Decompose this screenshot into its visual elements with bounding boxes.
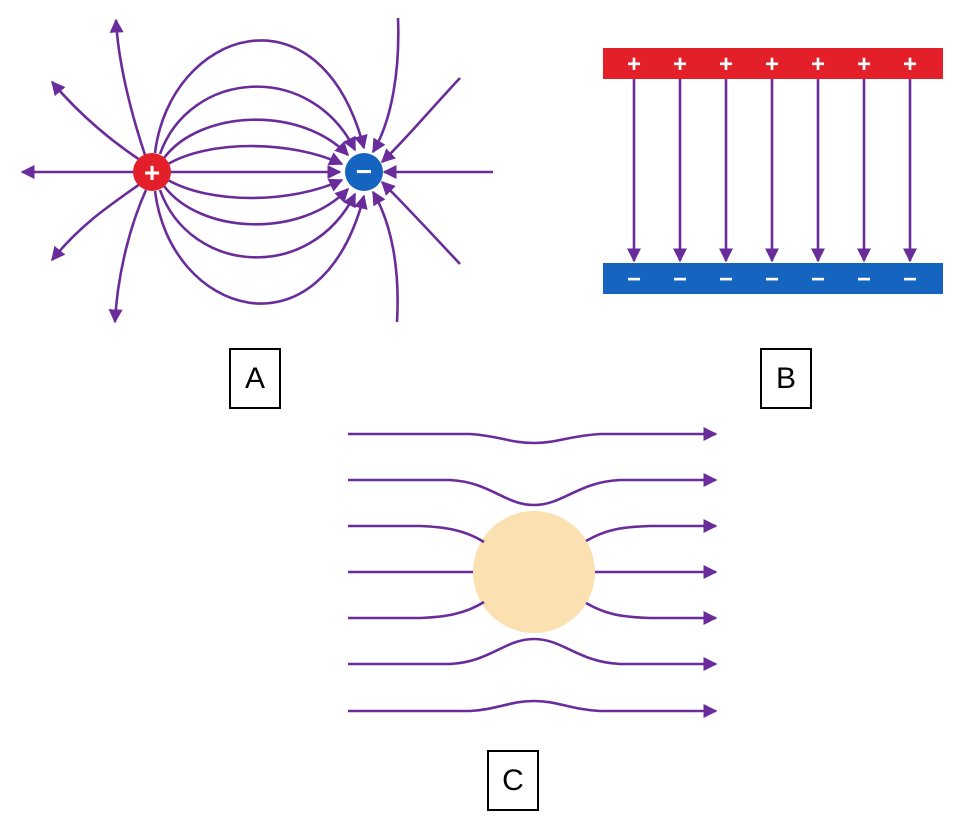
conductor-sphere (473, 511, 595, 633)
field-line (371, 17, 400, 154)
field-line (348, 427, 718, 445)
field-line (153, 39, 368, 154)
positive-plate-sign: + (811, 51, 825, 78)
negative-plate-sign: − (765, 266, 779, 293)
positive-plate-sign: + (627, 51, 641, 78)
field-line (348, 524, 485, 544)
panel-label-c: C (487, 750, 539, 811)
negative-plate-sign: − (673, 266, 687, 293)
negative-plate-sign: − (857, 266, 871, 293)
negative-plate-signs: −−−−−−− (627, 266, 917, 293)
panel-label-a: A (229, 348, 281, 409)
plate-field-lines (627, 79, 917, 263)
positive-plate-signs: + + + + + + + (627, 51, 917, 78)
negative-plate-sign: − (811, 266, 825, 293)
positive-charge: + (133, 153, 171, 191)
field-line (162, 185, 349, 226)
negative-charge: − (345, 153, 383, 191)
positive-plate (603, 48, 943, 79)
field-line (109, 18, 147, 156)
positive-plate-sign: + (673, 51, 687, 78)
positive-plate-sign: + (765, 51, 779, 78)
positive-plate-sign: + (719, 51, 733, 78)
negative-plate-sign: − (627, 266, 641, 293)
field-line (348, 699, 718, 718)
field-line (108, 189, 148, 324)
negative-plate (603, 263, 943, 294)
parallel-plate-panel: + + + + + + + − − − − − − − (603, 48, 943, 294)
field-line (371, 190, 399, 323)
field-line (167, 144, 344, 166)
negative-plate-sign: − (903, 266, 917, 293)
dipole-field-panel (20, 17, 493, 324)
field-line (348, 473, 718, 507)
panel-label-b: B (760, 348, 812, 409)
field-line (348, 637, 718, 671)
negative-plate-sign: − (719, 266, 733, 293)
field-line (153, 190, 368, 305)
conductor-field-panel (348, 427, 718, 718)
positive-charge-sign: + (144, 157, 160, 188)
field-line (381, 181, 461, 265)
field-line (158, 189, 357, 259)
field-line (585, 601, 718, 625)
field-line (585, 519, 718, 543)
positive-plate-sign: + (903, 51, 917, 78)
positive-plate-sign: + (857, 51, 871, 78)
field-line (348, 600, 485, 620)
field-line (162, 118, 349, 159)
field-line (50, 182, 141, 262)
field-line (158, 85, 357, 155)
field-line (51, 80, 141, 162)
field-line (380, 77, 461, 163)
field-line (167, 178, 344, 200)
negative-charge-sign: − (356, 156, 372, 187)
